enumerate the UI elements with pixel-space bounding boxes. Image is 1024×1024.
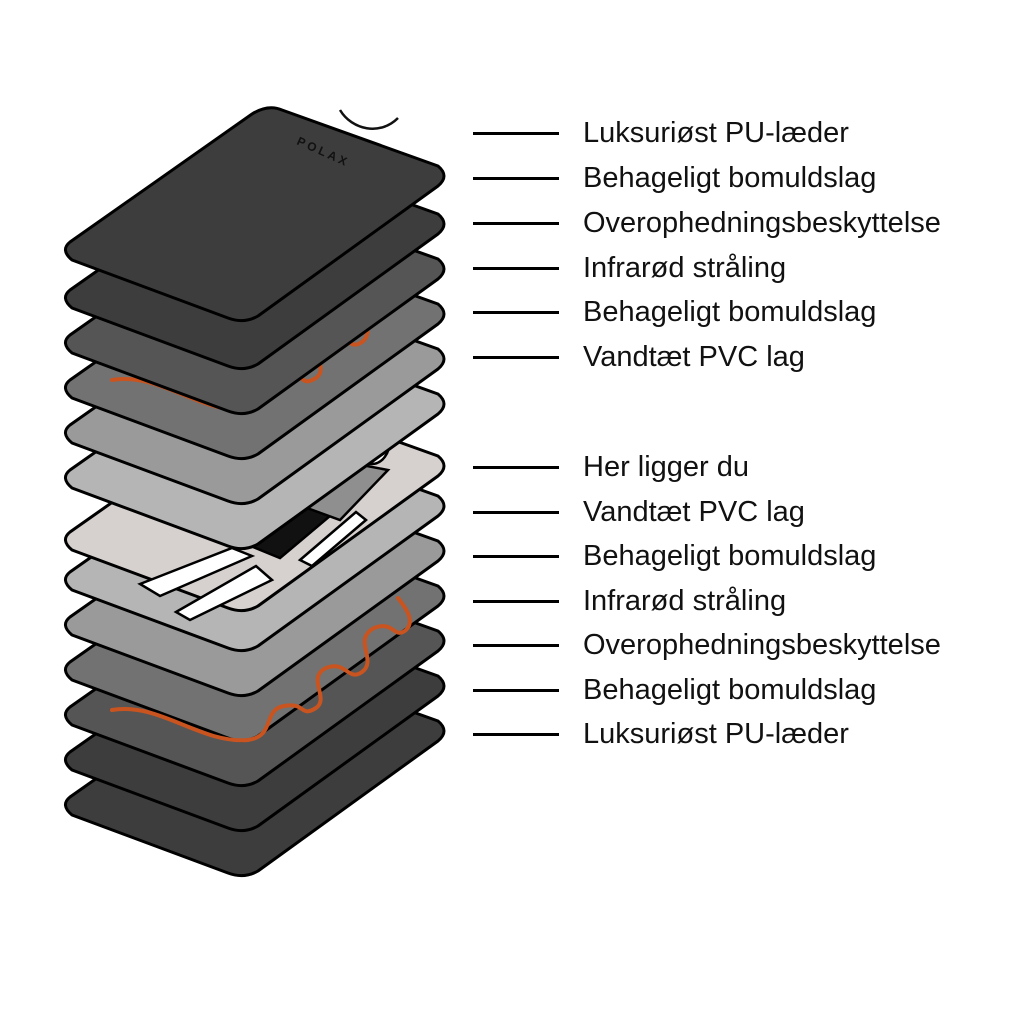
label-text: Vandtæt PVC lag: [583, 340, 805, 373]
label-text: Infrarød stråling: [583, 584, 787, 617]
label-top-pu-leather: Luksuriøst PU-læder: [473, 116, 849, 149]
label-bottom-overheat-protection: Overophedningsbeskyttelse: [473, 628, 941, 661]
leader-line: [473, 355, 559, 359]
label-top-cotton-2: Behageligt bomuldslag: [473, 295, 877, 328]
leader-line: [473, 131, 559, 135]
label-text: Behageligt bomuldslag: [583, 161, 877, 194]
label-bottom-pvc: Vandtæt PVC lag: [473, 495, 805, 528]
label-text: Behageligt bomuldslag: [583, 539, 877, 572]
label-top-pvc: Vandtæt PVC lag: [473, 340, 805, 373]
neck-cutout-curve: [338, 109, 399, 130]
leader-line: [473, 310, 559, 314]
leader-line: [473, 510, 559, 514]
leader-line: [473, 732, 559, 736]
label-bottom-pu-leather: Luksuriøst PU-læder: [473, 717, 849, 750]
leader-line: [473, 465, 559, 469]
label-text: Vandtæt PVC lag: [583, 495, 805, 528]
label-text: Overophedningsbeskyttelse: [583, 206, 941, 239]
leader-line: [473, 599, 559, 603]
leader-line: [473, 176, 559, 180]
label-top-infrared: Infrarød stråling: [473, 251, 787, 284]
label-text: Her ligger du: [583, 450, 750, 483]
label-text: Luksuriøst PU-læder: [583, 717, 849, 750]
label-top-cotton-1: Behageligt bomuldslag: [473, 161, 877, 194]
label-bottom-cotton-2: Behageligt bomuldslag: [473, 673, 877, 706]
label-text: Luksuriøst PU-læder: [583, 116, 849, 149]
infrared-heating-wire-bottom: [110, 596, 412, 743]
leader-line: [473, 221, 559, 225]
leader-line: [473, 688, 559, 692]
leader-line: [473, 266, 559, 270]
label-text: Behageligt bomuldslag: [583, 673, 877, 706]
label-text: Overophedningsbeskyttelse: [583, 628, 941, 661]
label-top-overheat-protection: Overophedningsbeskyttelse: [473, 206, 941, 239]
label-text: Infrarød stråling: [583, 251, 787, 284]
label-you-lie-here: Her ligger du: [473, 450, 750, 483]
label-bottom-cotton-1: Behageligt bomuldslag: [473, 539, 877, 572]
leader-line: [473, 554, 559, 558]
label-text: Behageligt bomuldslag: [583, 295, 877, 328]
leader-line: [473, 643, 559, 647]
label-bottom-infrared: Infrarød stråling: [473, 584, 787, 617]
layer-top-pu-leather: POLAX: [64, 106, 446, 323]
